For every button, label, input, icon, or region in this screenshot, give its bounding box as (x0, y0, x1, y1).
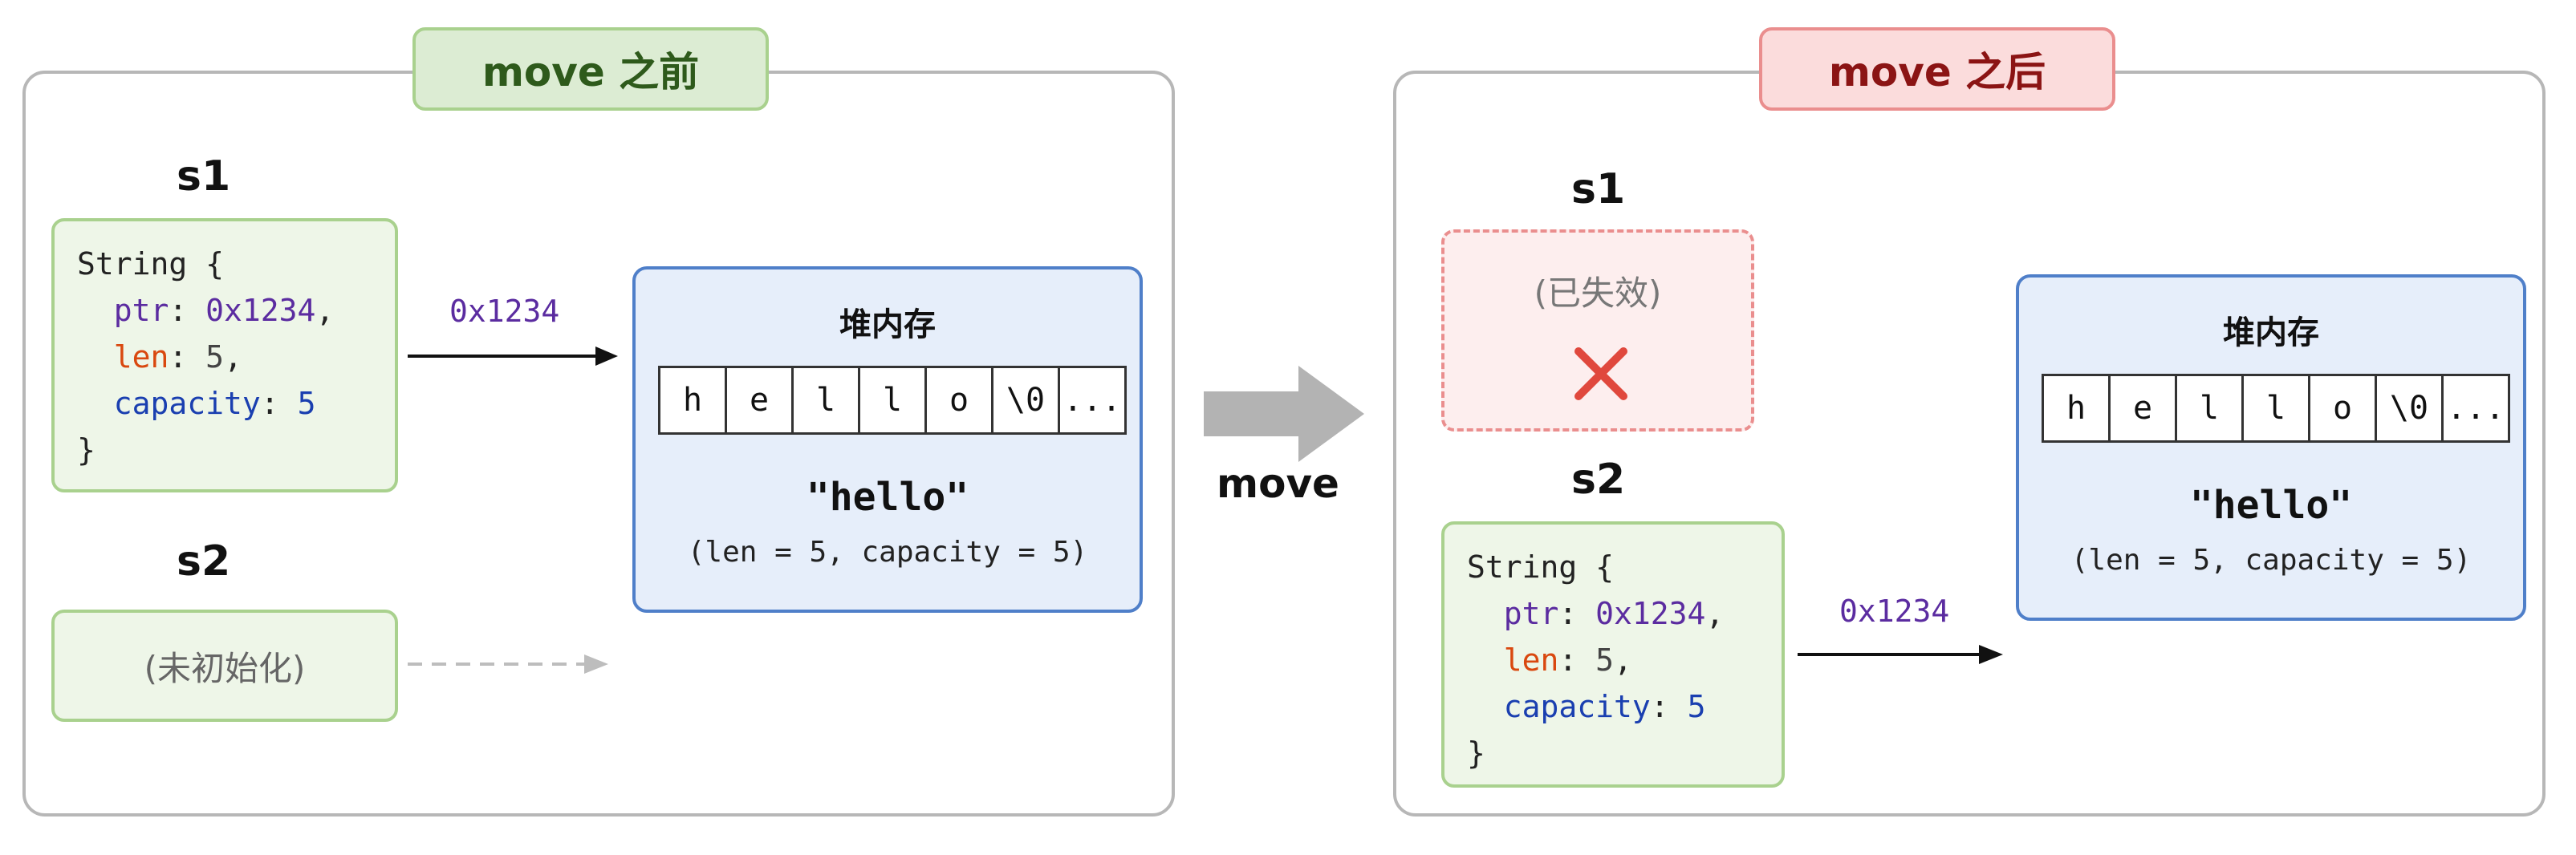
heap-cell: \0 (993, 368, 1060, 432)
heap-cell: l (2244, 376, 2310, 440)
heap-cell: l (794, 368, 860, 432)
before-s2-uninit-box: (未初始化) (51, 610, 398, 722)
ptr-key: ptr (113, 293, 169, 328)
heap-cell: ... (1062, 382, 1122, 419)
after-s2-struct: String { ptr: 0x1234, len: 5, capacity: … (1441, 521, 1785, 788)
after-s2-label: s2 (1571, 456, 1626, 504)
after-s1-label: s1 (1571, 165, 1626, 213)
struct-close: } (1467, 735, 1485, 771)
before-s1-label: s1 (177, 152, 231, 201)
before-title: move 之前 (412, 27, 769, 111)
invalid-cross-icon (1574, 347, 1627, 400)
struct-open: String { (1467, 549, 1615, 585)
len-value: 5 (1595, 642, 1615, 678)
heap-cell: \0 (2377, 376, 2444, 440)
before-s1-struct: String { ptr: 0x1234, len: 5, capacity: … (51, 218, 398, 492)
len-value: 5 (205, 339, 225, 375)
before-pointer-arrowhead (595, 346, 618, 366)
after-s1-state: (已失效) (1534, 274, 1662, 313)
struct-close: } (77, 432, 95, 468)
capacity-value: 5 (297, 386, 316, 421)
heap-meta: (len = 5, capacity = 5) (687, 536, 1088, 569)
move-arrow-icon (1204, 366, 1364, 462)
capacity-key: capacity (113, 386, 261, 421)
before-heap-box: 堆内存 h e l l o \0 ... "hello" (len = 5, c… (632, 266, 1143, 613)
after-heap-box: 堆内存 h e l l o \0 ... "hello" (len = 5, c… (2016, 274, 2526, 621)
heap-cell: e (2111, 376, 2177, 440)
ptr-value: 0x1234 (1595, 596, 1706, 631)
heap-cell: l (2177, 376, 2244, 440)
heap-cells: h e l l o \0 ... (658, 366, 1127, 435)
before-dangling-arrowhead (584, 654, 608, 674)
ptr-key: ptr (1503, 596, 1559, 631)
after-pointer-arrowhead (1979, 645, 2003, 664)
capacity-value: 5 (1687, 689, 1706, 724)
heap-cell: ... (2446, 390, 2505, 427)
move-label: move (1217, 460, 1339, 507)
heap-cell: o (2310, 376, 2377, 440)
after-s1-invalid-box: (已失效) (1441, 229, 1754, 432)
heap-string: "hello" (2189, 483, 2353, 528)
heap-cell: h (2044, 376, 2111, 440)
heap-cell: e (727, 368, 794, 432)
heap-cell: l (860, 368, 927, 432)
heap-title: 堆内存 (839, 306, 936, 343)
after-pointer-label: 0x1234 (1839, 594, 1950, 629)
after-arrows (1798, 645, 2003, 664)
len-key: len (1503, 642, 1559, 678)
before-s2-label: s2 (177, 537, 231, 586)
before-arrows (408, 346, 618, 674)
before-pointer-label: 0x1234 (449, 294, 560, 329)
heap-cell: h (660, 368, 727, 432)
len-key: len (113, 339, 169, 375)
struct-open: String { (77, 246, 225, 282)
heap-title: 堆内存 (2223, 314, 2319, 351)
after-title: move 之后 (1759, 27, 2115, 111)
heap-string: "hello" (806, 475, 969, 520)
heap-cells: h e l l o \0 ... (2042, 374, 2510, 443)
heap-cell: o (927, 368, 993, 432)
ptr-value: 0x1234 (205, 293, 316, 328)
capacity-key: capacity (1503, 689, 1651, 724)
heap-meta: (len = 5, capacity = 5) (2070, 544, 2472, 577)
